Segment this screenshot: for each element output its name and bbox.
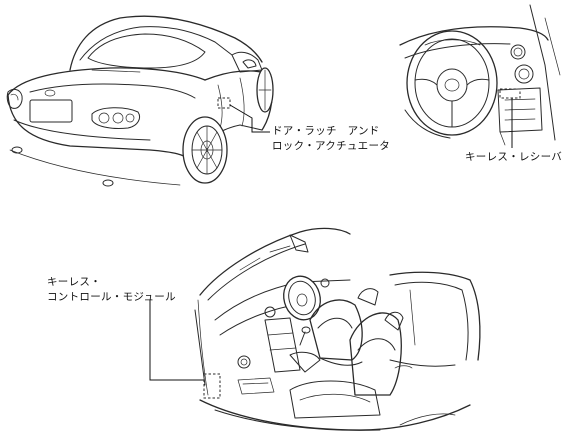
keyless-module-label-line1: キーレス・ [47,276,101,288]
keyless-control-module-location-marker [203,373,221,399]
keyless-receiver-label: キーレス・レシーバ [465,150,562,165]
door-latch-label-line2: ロック・アクチュエータ [272,140,391,152]
keyless-receiver-location-marker [499,88,521,99]
dashboard-illustration [399,4,561,148]
cabin-interior-illustration [149,227,481,431]
door-latch-location-marker [217,97,231,109]
door-latch-label-line1: ドア・ラッチ アンド [272,125,380,137]
keyless-control-module-label: キーレス・ コントロール・モジュール [47,275,176,305]
keyless-control-module-leader-line [149,300,204,381]
keyless-receiver-label-text: キーレス・レシーバ [465,151,563,163]
door-latch-actuator-label: ドア・ラッチ アンド ロック・アクチュエータ [272,124,390,154]
car-rear-illustration [6,15,274,187]
keyless-module-label-line2: コントロール・モジュール [47,291,176,303]
door-latch-leader-line [229,104,270,133]
